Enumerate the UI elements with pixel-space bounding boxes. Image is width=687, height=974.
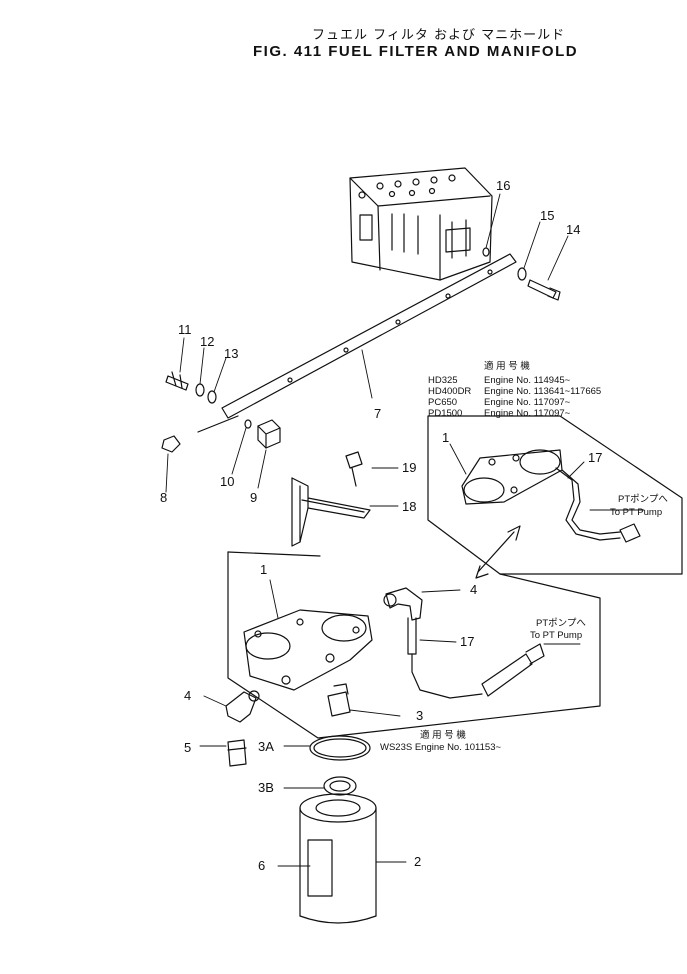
callout-11: 11 [178,322,192,337]
applicability-engine: Engine No. 117097~ [484,397,571,408]
mounting-bar [197,253,517,433]
callout-7: 7 [374,406,381,421]
callout-3: 3 [416,708,423,723]
washer-13 [207,390,217,404]
callout-18: 18 [402,499,416,514]
applicability-lower-header: 適 用 号 機 [420,729,466,741]
callout-17-lower: 17 [460,634,474,649]
callout-15: 15 [540,208,554,223]
callout-9: 9 [250,490,257,505]
to-pump-en-lower: To PT Pump [530,630,582,641]
bolt-19 [345,451,363,487]
elbow-fitting-4-top [383,587,423,621]
callout-5: 5 [184,740,191,755]
applicability-model: PD1500 [428,408,462,419]
callout-3a: 3A [258,739,274,754]
washer-15 [517,267,527,281]
callout-6: 6 [258,858,265,873]
bolt-14 [527,279,561,301]
callout-10: 10 [220,474,234,489]
applicability-model: HD400DR [428,386,471,397]
fuel-filter-cartridge [299,793,377,924]
leader-lines [165,193,645,867]
manifold-head-upper [461,449,563,505]
fuel-hose-upper [555,467,641,543]
gasket-3b [323,776,357,796]
callout-2: 2 [414,854,421,869]
callout-3b: 3B [258,780,274,795]
applicability-lower: 適 用 号 機 WS23S Engine No. 101153~ [380,729,501,753]
o-ring-3a [309,735,371,761]
applicability-lower-row: WS23S Engine No. 101153~ [380,742,501,753]
nut-8 [161,435,181,453]
callout-16: 16 [496,178,510,193]
to-pump-labels: PTポンプへ To PT Pump PTポンプへ To PT Pump [530,494,668,641]
applicability-engine: Engine No. 117097~ [484,408,571,419]
callout-4-top: 4 [470,582,477,597]
diagram-title-japanese: フュエル フィルタ および マニホールド [312,28,566,43]
applicability-upper-header: 適 用 号 機 [484,360,530,372]
engine-block [349,167,493,281]
manifold-head-lower [243,609,373,691]
callout-19: 19 [402,460,416,475]
callout-12: 12 [200,334,214,349]
connection-arrow [475,525,521,579]
to-pump-jp-lower: PTポンプへ [536,618,586,629]
callout-17-upper: 17 [588,450,602,465]
callout-8: 8 [160,490,167,505]
fuel-hose-lower [407,617,545,699]
washer-12 [195,383,205,397]
bracket-18 [291,477,371,547]
washer-16 [482,247,490,257]
callout-4-left: 4 [184,688,191,703]
callout-13: 13 [224,346,238,361]
applicability-engine: Engine No. 114945~ [484,375,571,386]
applicability-engine: Engine No. 113641~117665 [484,386,601,397]
applicability-model: HD325 [428,375,458,386]
applicability-model: PC650 [428,397,457,408]
callout-14: 14 [566,222,580,237]
callout-numbers: 11 12 13 7 8 10 9 16 15 14 19 18 1 17 1 … [160,178,602,873]
block-9 [257,419,281,449]
callout-1-lower: 1 [260,562,267,577]
to-pump-jp-upper: PTポンプへ [618,494,668,505]
applicability-upper: 適 用 号 機 HD325 Engine No. 114945~ HD400DR… [428,360,601,419]
to-pump-en-upper: To PT Pump [610,507,662,518]
connector-5 [227,739,247,767]
elbow-fitting-4-left [225,690,260,723]
bolt-11 [165,371,189,391]
washer-10 [244,419,252,429]
lower-inset-frame [227,551,601,739]
upper-inset-frame [427,415,683,575]
callout-1-upper: 1 [442,430,449,445]
diagram-title: FIG. 411 FUEL FILTER AND MANIFOLD [253,43,579,60]
connector-3 [327,683,351,717]
